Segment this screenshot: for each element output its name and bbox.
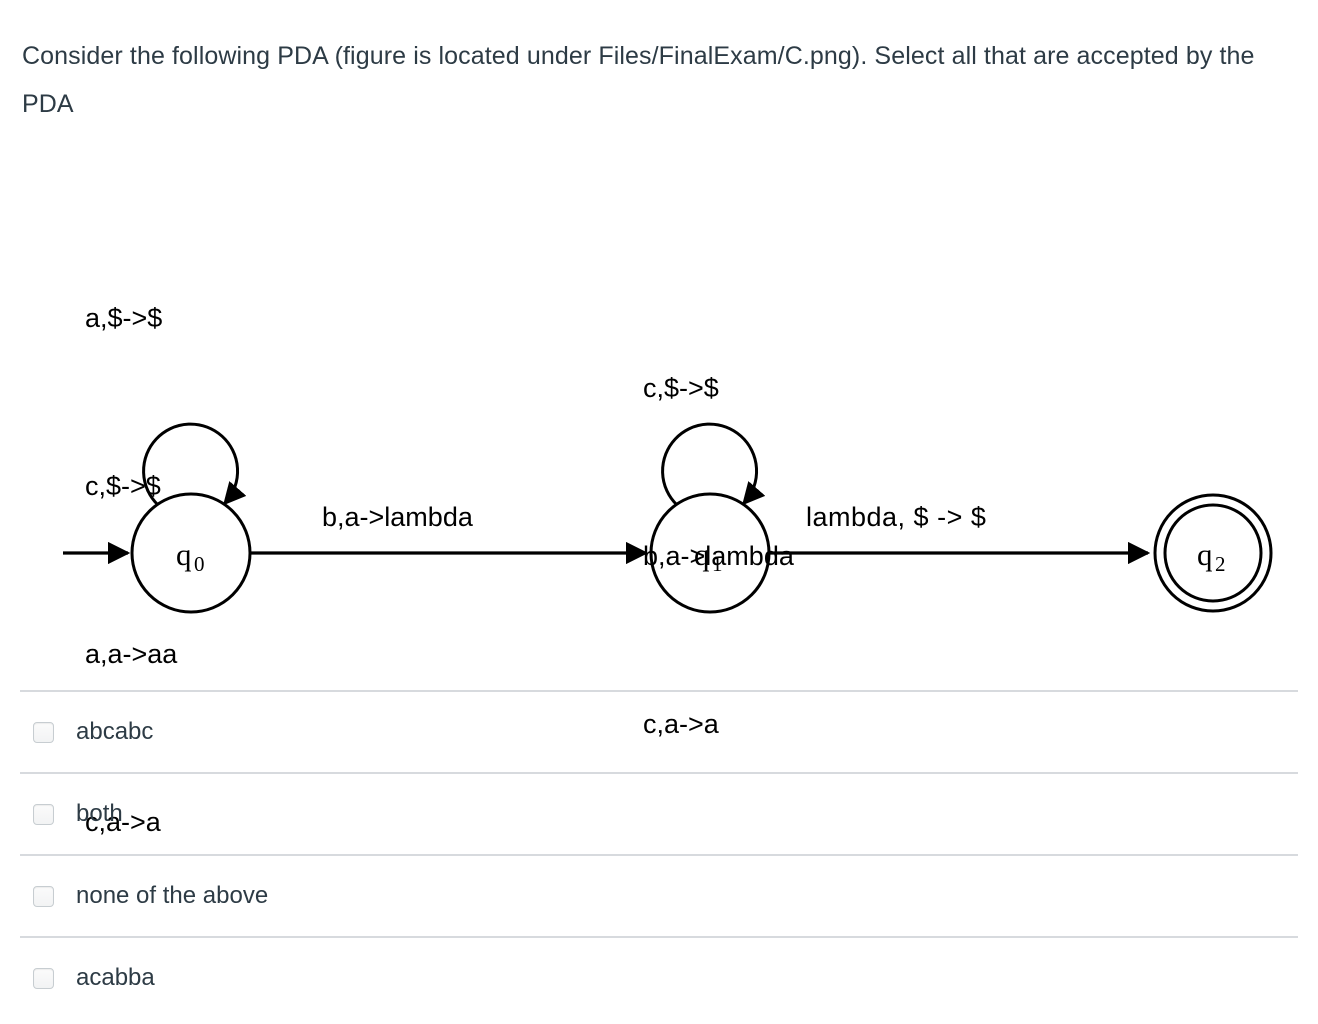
q1-loop-label-2: b,a->lambda — [643, 541, 794, 571]
q1-self-loop-labels: c,$->$ b,a->lambda c,a->a — [643, 248, 794, 864]
checkbox-acabba[interactable] — [33, 967, 54, 989]
state-label-q2: q — [1197, 537, 1213, 572]
option-label-acabba: acabba — [76, 964, 155, 991]
question-prompt: Consider the following PDA (figure is lo… — [22, 42, 1255, 118]
transition-label-q1-q2: lambda, $ -> $ — [806, 502, 987, 532]
pda-diagram: a,$->$ c,$->$ a,a->aa c,a->a c,$->$ b,a-… — [0, 150, 1318, 837]
state-label-q1: q — [694, 537, 710, 572]
transition-label-q0-q1: b,a->lambda — [322, 502, 473, 532]
checkbox-abcabc[interactable] — [33, 721, 54, 743]
q0-loop-label-2: c,$->$ — [85, 471, 161, 501]
pda-graph-svg: q 0 q 1 q 2 — [63, 422, 1273, 614]
state-label-q0: q — [176, 537, 192, 572]
checkbox-both[interactable] — [33, 803, 54, 825]
state-circle-q2-inner — [1163, 503, 1263, 603]
self-loop-q1 — [661, 422, 766, 507]
q0-loop-label-1: a,$->$ — [85, 303, 163, 333]
option-row-both[interactable]: both — [20, 772, 1298, 854]
state-circle-q2-outer — [1153, 493, 1273, 613]
option-row-abcabc[interactable]: abcabc — [20, 690, 1298, 772]
state-subscript-q2: 2 — [1215, 552, 1226, 576]
q1-loop-label-1: c,$->$ — [643, 373, 719, 403]
option-row-none-of-the-above[interactable]: none of the above — [20, 854, 1298, 936]
q1-loop-label-3: c,a->a — [643, 709, 719, 739]
q0-loop-label-4: c,a->a — [85, 807, 161, 837]
checkbox-none-of-the-above[interactable] — [33, 885, 54, 907]
option-label-none-of-the-above: none of the above — [76, 882, 269, 909]
option-label-both: both — [76, 800, 123, 827]
option-row-acabba[interactable]: acabba — [20, 936, 1298, 1018]
q0-loop-label-3: a,a->aa — [85, 639, 178, 669]
answer-options-list: abcabc both none of the above acabba — [0, 690, 1318, 1018]
q0-self-loop-labels: a,$->$ c,$->$ a,a->aa c,a->a — [85, 178, 177, 962]
state-subscript-q1: 1 — [712, 552, 723, 576]
self-loop-q0 — [142, 422, 247, 507]
state-subscript-q0: 0 — [194, 552, 205, 576]
option-label-abcabc: abcabc — [76, 718, 154, 745]
